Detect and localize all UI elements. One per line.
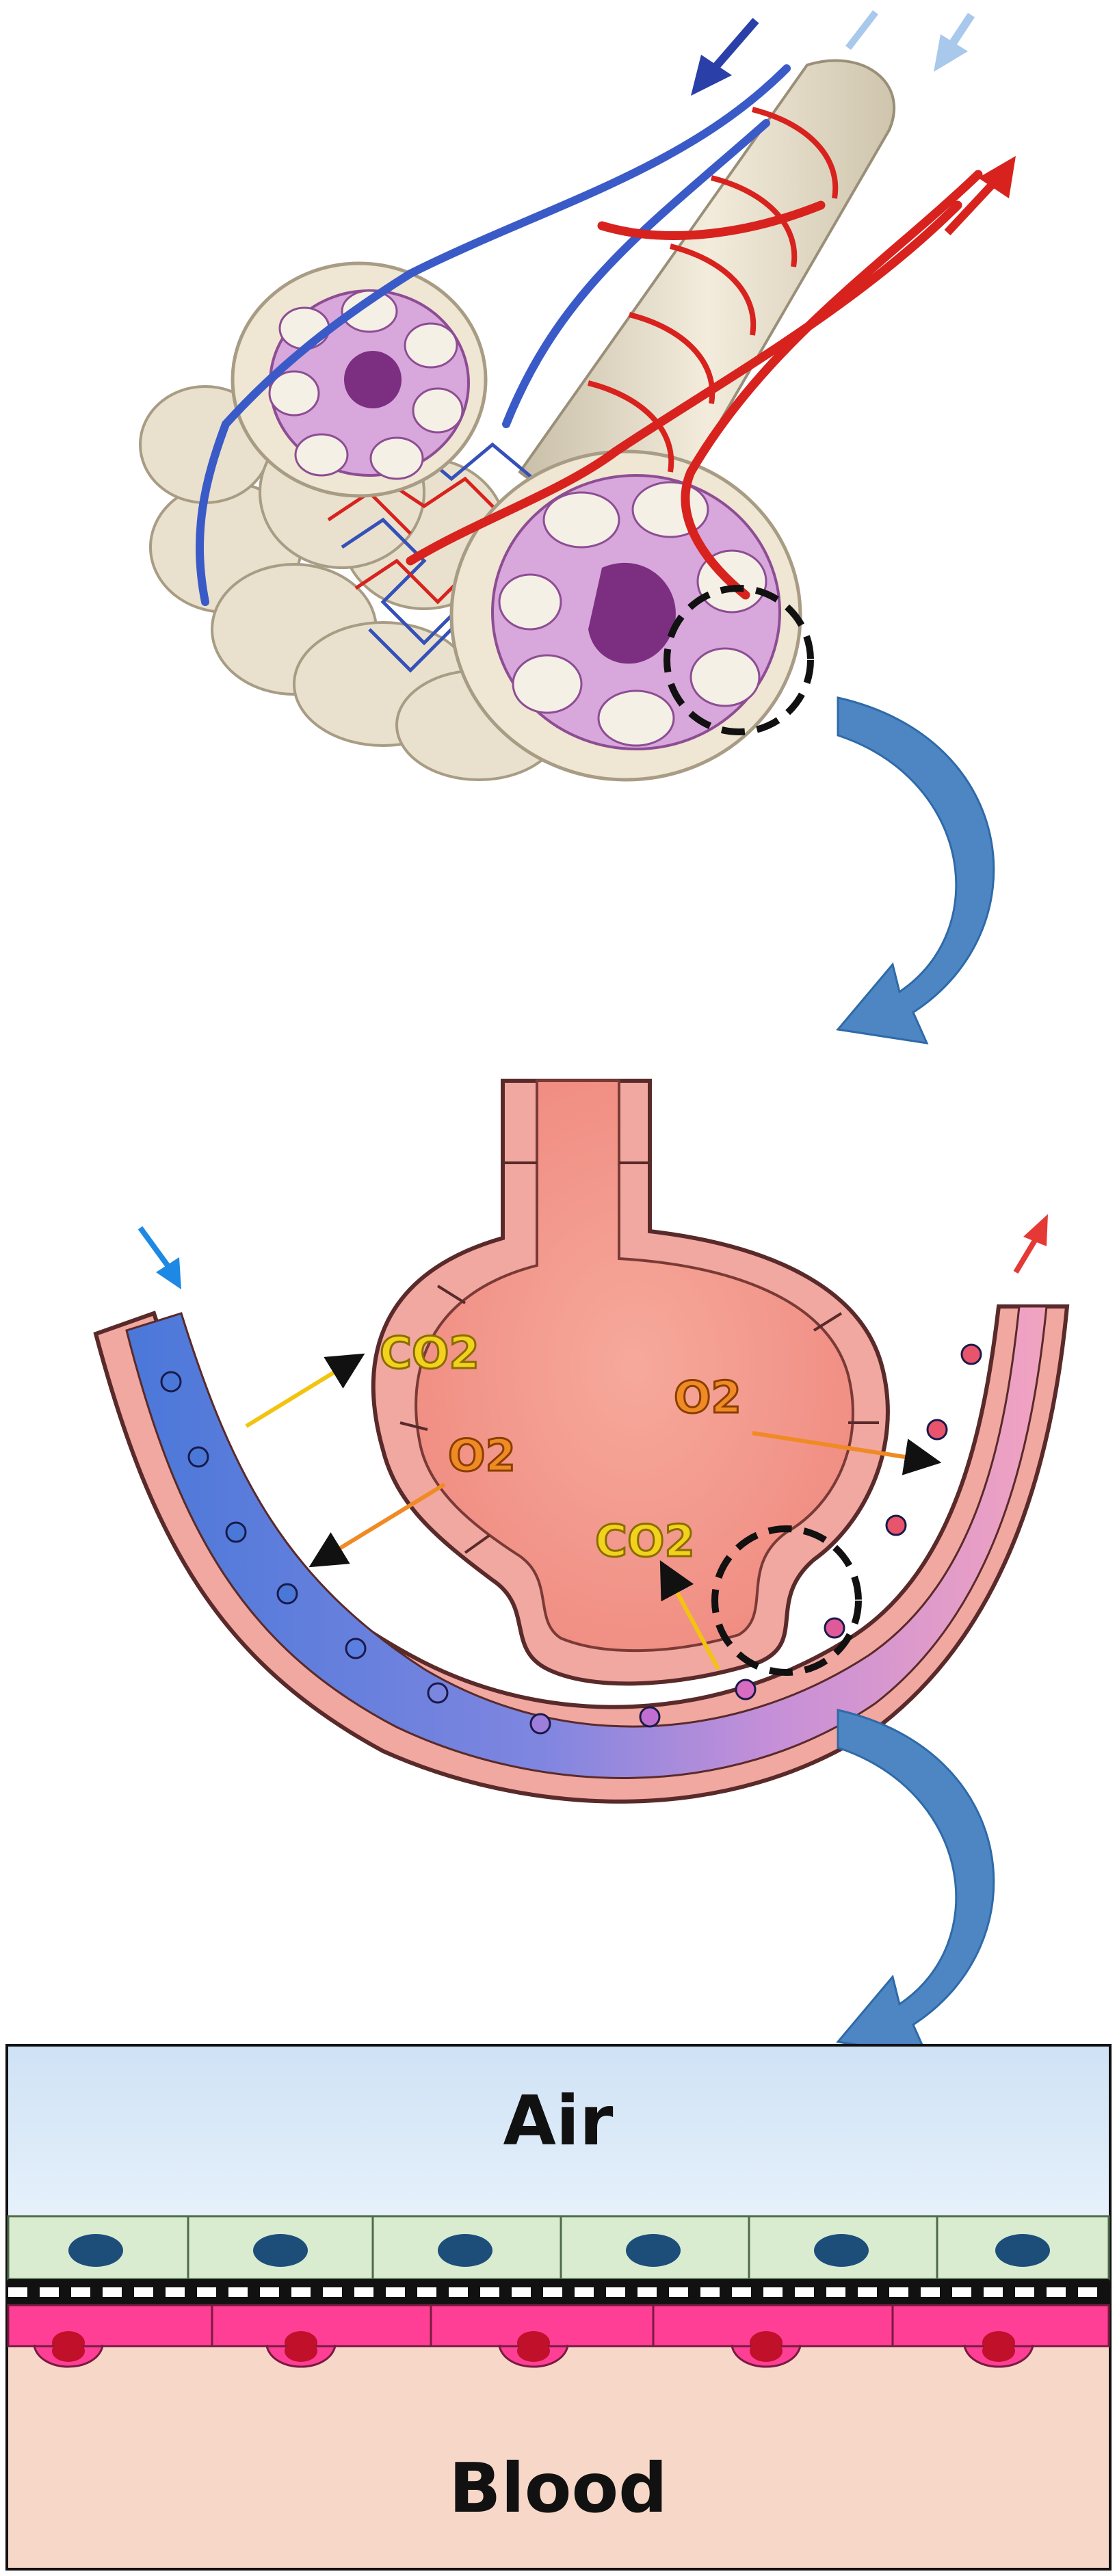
single-alveolus-diagram: CO2 O2 O2 CO2: [93, 1079, 1070, 1804]
blood-label: Blood: [449, 2448, 667, 2528]
pulmonary-veins: [195, 64, 791, 606]
air-inflow-arrow: [845, 10, 975, 72]
artery-inflow-arrow: [944, 156, 1016, 236]
pulmonary-arteries: [406, 170, 983, 600]
alveolar-wall-cells: [399, 1161, 879, 1554]
air-blood-barrier-panel: Air: [5, 2044, 1112, 2571]
epithelial-cell-layer: [7, 2215, 1110, 2281]
zoom-flow-arrow-1: [836, 696, 995, 1044]
right-alveolar-sac: [449, 449, 802, 782]
bronchiole-artery-wraps: [588, 107, 839, 473]
co2-label-bottom: CO2: [595, 1516, 695, 1567]
gas-diffusion-arrows: [245, 1353, 942, 1670]
co2-label-top: CO2: [380, 1328, 479, 1379]
o2-label-left: O2: [448, 1431, 516, 1482]
zoom-region-circle-middle: [711, 1525, 862, 1676]
air-layer: [8, 2047, 1109, 2218]
vein-outflow-arrow: [691, 18, 759, 96]
bronchiole-tube: [518, 59, 895, 505]
oxygenated-outflow-arrow: [1013, 1214, 1048, 1274]
basement-membrane: [8, 2279, 1109, 2305]
zoom-region-circle-top: [663, 585, 814, 735]
blood-layer: [8, 2348, 1109, 2568]
zoom-flow-arrow-2: [836, 1709, 995, 2057]
deoxygenated-inflow-arrow: [137, 1226, 181, 1289]
red-blood-cells: [160, 1343, 982, 1735]
alveolar-cluster-illustration: [139, 10, 1016, 782]
alveolus-interior: [415, 1079, 854, 1653]
capillary-lumen: [125, 1305, 1048, 1779]
panel-frame: [5, 2044, 1112, 2571]
air-label: Air: [503, 2081, 614, 2161]
o2-label-top-right: O2: [674, 1373, 741, 1423]
